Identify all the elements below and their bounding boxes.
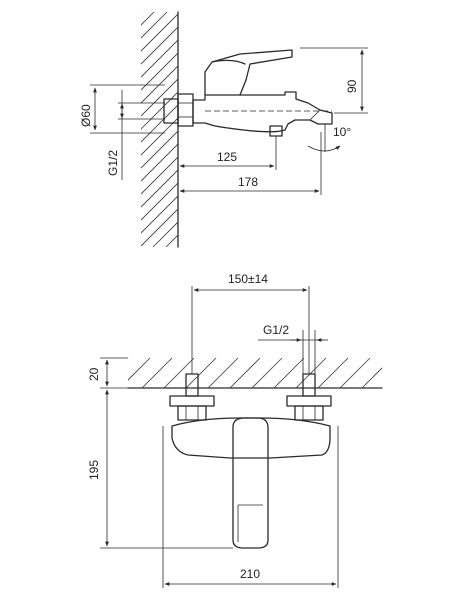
dim-height-front-label: 195 xyxy=(87,460,101,480)
side-view: Ø60 G1/2 90 10° 125 178 xyxy=(79,11,368,248)
dim-spacing-label: 150±14 xyxy=(228,272,268,286)
dim-angle-label: 10° xyxy=(333,125,351,139)
dim-thread-front-label: G1/2 xyxy=(263,323,289,337)
faucet-side-body xyxy=(163,49,333,137)
dim-thread-label: G1/2 xyxy=(106,150,120,176)
front-view: 150±14 G1/2 20 195 210 xyxy=(87,272,383,588)
dimension-lines xyxy=(90,47,368,195)
ceiling-hatching xyxy=(127,358,383,389)
dim-width-label: 210 xyxy=(240,567,260,581)
dim-diameter-label: Ø60 xyxy=(79,104,93,127)
dim-height-label: 90 xyxy=(345,79,359,93)
faucet-front-body xyxy=(169,373,332,549)
dimension-lines-front xyxy=(100,286,339,588)
dim-wall-depth-label: 20 xyxy=(87,367,101,381)
dim-length-label: 178 xyxy=(238,175,258,189)
dim-spout-offset-label: 125 xyxy=(217,150,237,164)
